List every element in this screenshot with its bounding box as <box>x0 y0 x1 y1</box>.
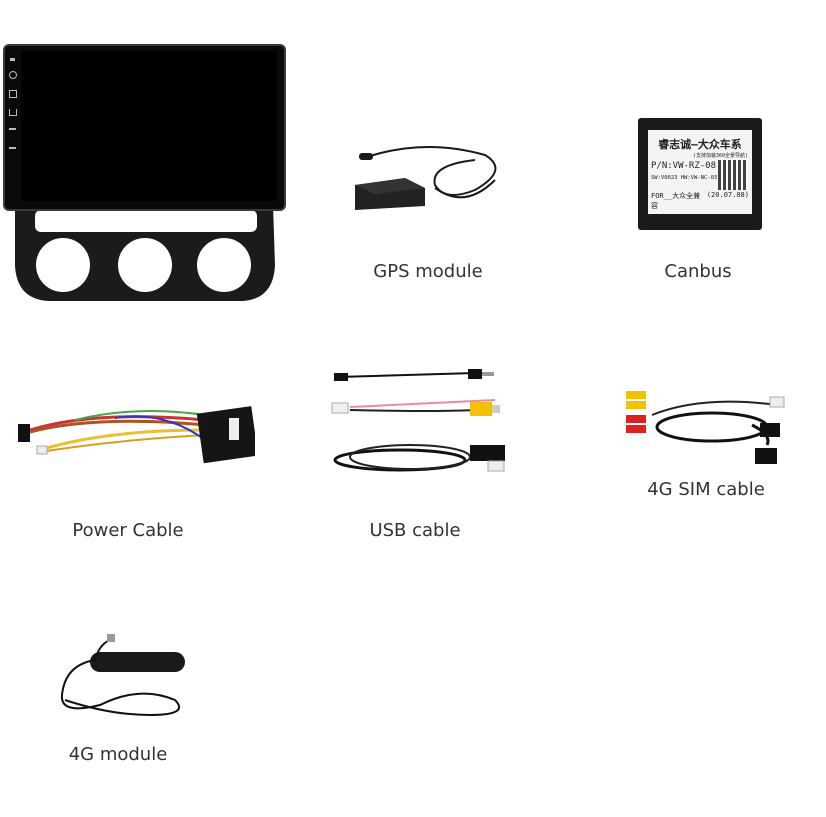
gps-module-image <box>345 140 505 220</box>
4g-module-image <box>50 630 190 725</box>
qr-code-icon <box>718 160 748 190</box>
volume-up-icon <box>9 128 16 130</box>
gps-module-label: GPS module <box>373 261 483 282</box>
head-unit-image <box>3 44 286 304</box>
sim-cable-image <box>622 385 787 467</box>
mic-icon <box>10 58 15 61</box>
volume-down-icon <box>9 147 16 149</box>
power-cable-label: Power Cable <box>72 520 184 541</box>
home-icon <box>9 90 17 98</box>
canbus-box: 睿志诚—大众车系 (支持加装360全景导航) P/N:VW-RZ-08 SW:V… <box>638 118 762 230</box>
canbus-label-sticker: 睿志诚—大众车系 (支持加装360全景导航) P/N:VW-RZ-08 SW:V… <box>648 130 752 214</box>
power-icon <box>9 71 17 79</box>
usb-cable-image <box>330 365 510 477</box>
head-unit-side-buttons <box>8 55 18 165</box>
4g-module-label: 4G module <box>68 744 168 765</box>
power-cable-image <box>15 400 255 470</box>
sim-cable-label: 4G SIM cable <box>647 479 765 500</box>
usb-cable-label: USB cable <box>369 520 461 541</box>
back-icon <box>9 109 17 116</box>
canbus-label: Canbus <box>664 261 732 282</box>
